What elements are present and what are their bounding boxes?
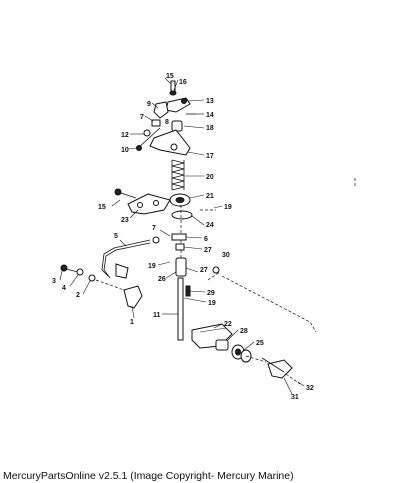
callout-19-top: 19 [224, 204, 232, 211]
shift-shaft [175, 257, 191, 341]
shift-arm-assembly [136, 80, 196, 156]
shift-plate-assembly [169, 193, 193, 262]
callout-18: 18 [206, 125, 214, 132]
parts-diagram: 15 16 13 9 14 7 8 18 12 10 17 20 21 15 1… [52, 73, 356, 401]
callout-21: 21 [206, 193, 214, 200]
callout-32: 32 [306, 385, 314, 392]
callout-7-top: 7 [140, 114, 144, 121]
callout-19-mid: 19 [148, 263, 156, 270]
lever-assembly [60, 263, 143, 309]
callout-7-mid: 7 [152, 225, 156, 232]
callout-17: 17 [206, 153, 214, 160]
mount-bracket [114, 188, 216, 215]
callout-6: 6 [204, 236, 208, 243]
callout-2: 2 [76, 292, 80, 299]
shift-rod [101, 236, 160, 279]
callout-27-mid: 27 [200, 267, 208, 274]
callout-4: 4 [62, 285, 66, 292]
callout-3: 3 [52, 278, 56, 285]
callout-27-top: 27 [204, 247, 212, 254]
callout-1: 1 [130, 319, 134, 326]
callout-11: 11 [153, 312, 161, 319]
callout-24: 24 [206, 222, 214, 229]
callout-28: 28 [240, 328, 248, 335]
callout-14: 14 [206, 112, 214, 119]
callout-12: 12 [121, 132, 129, 139]
callout-25: 25 [256, 340, 264, 347]
callout-9: 9 [147, 101, 151, 108]
callout-15-top: 15 [166, 73, 174, 80]
callout-8: 8 [165, 119, 169, 126]
callout-29: 29 [207, 290, 215, 297]
leader-lines [59, 77, 305, 395]
spring [171, 159, 185, 191]
image-caption: MercuryPartsOnline v2.5.1 (Image Copyrig… [3, 470, 294, 482]
callout-13: 13 [206, 98, 214, 105]
callout-23: 23 [121, 217, 129, 224]
linkage-assembly [191, 266, 317, 385]
callout-5: 5 [114, 233, 118, 240]
callout-22: 22 [224, 321, 232, 328]
callout-31: 31 [291, 394, 299, 401]
callout-26: 26 [158, 276, 166, 283]
callout-30: 30 [222, 252, 230, 259]
callout-10: 10 [121, 147, 129, 154]
callout-20: 20 [206, 174, 214, 181]
callouts: 15 16 13 9 14 7 8 18 12 10 17 20 21 15 1… [52, 73, 314, 401]
callout-16: 16 [179, 79, 187, 86]
callout-19-low: 19 [208, 300, 216, 307]
callout-15-mid: 15 [98, 204, 106, 211]
